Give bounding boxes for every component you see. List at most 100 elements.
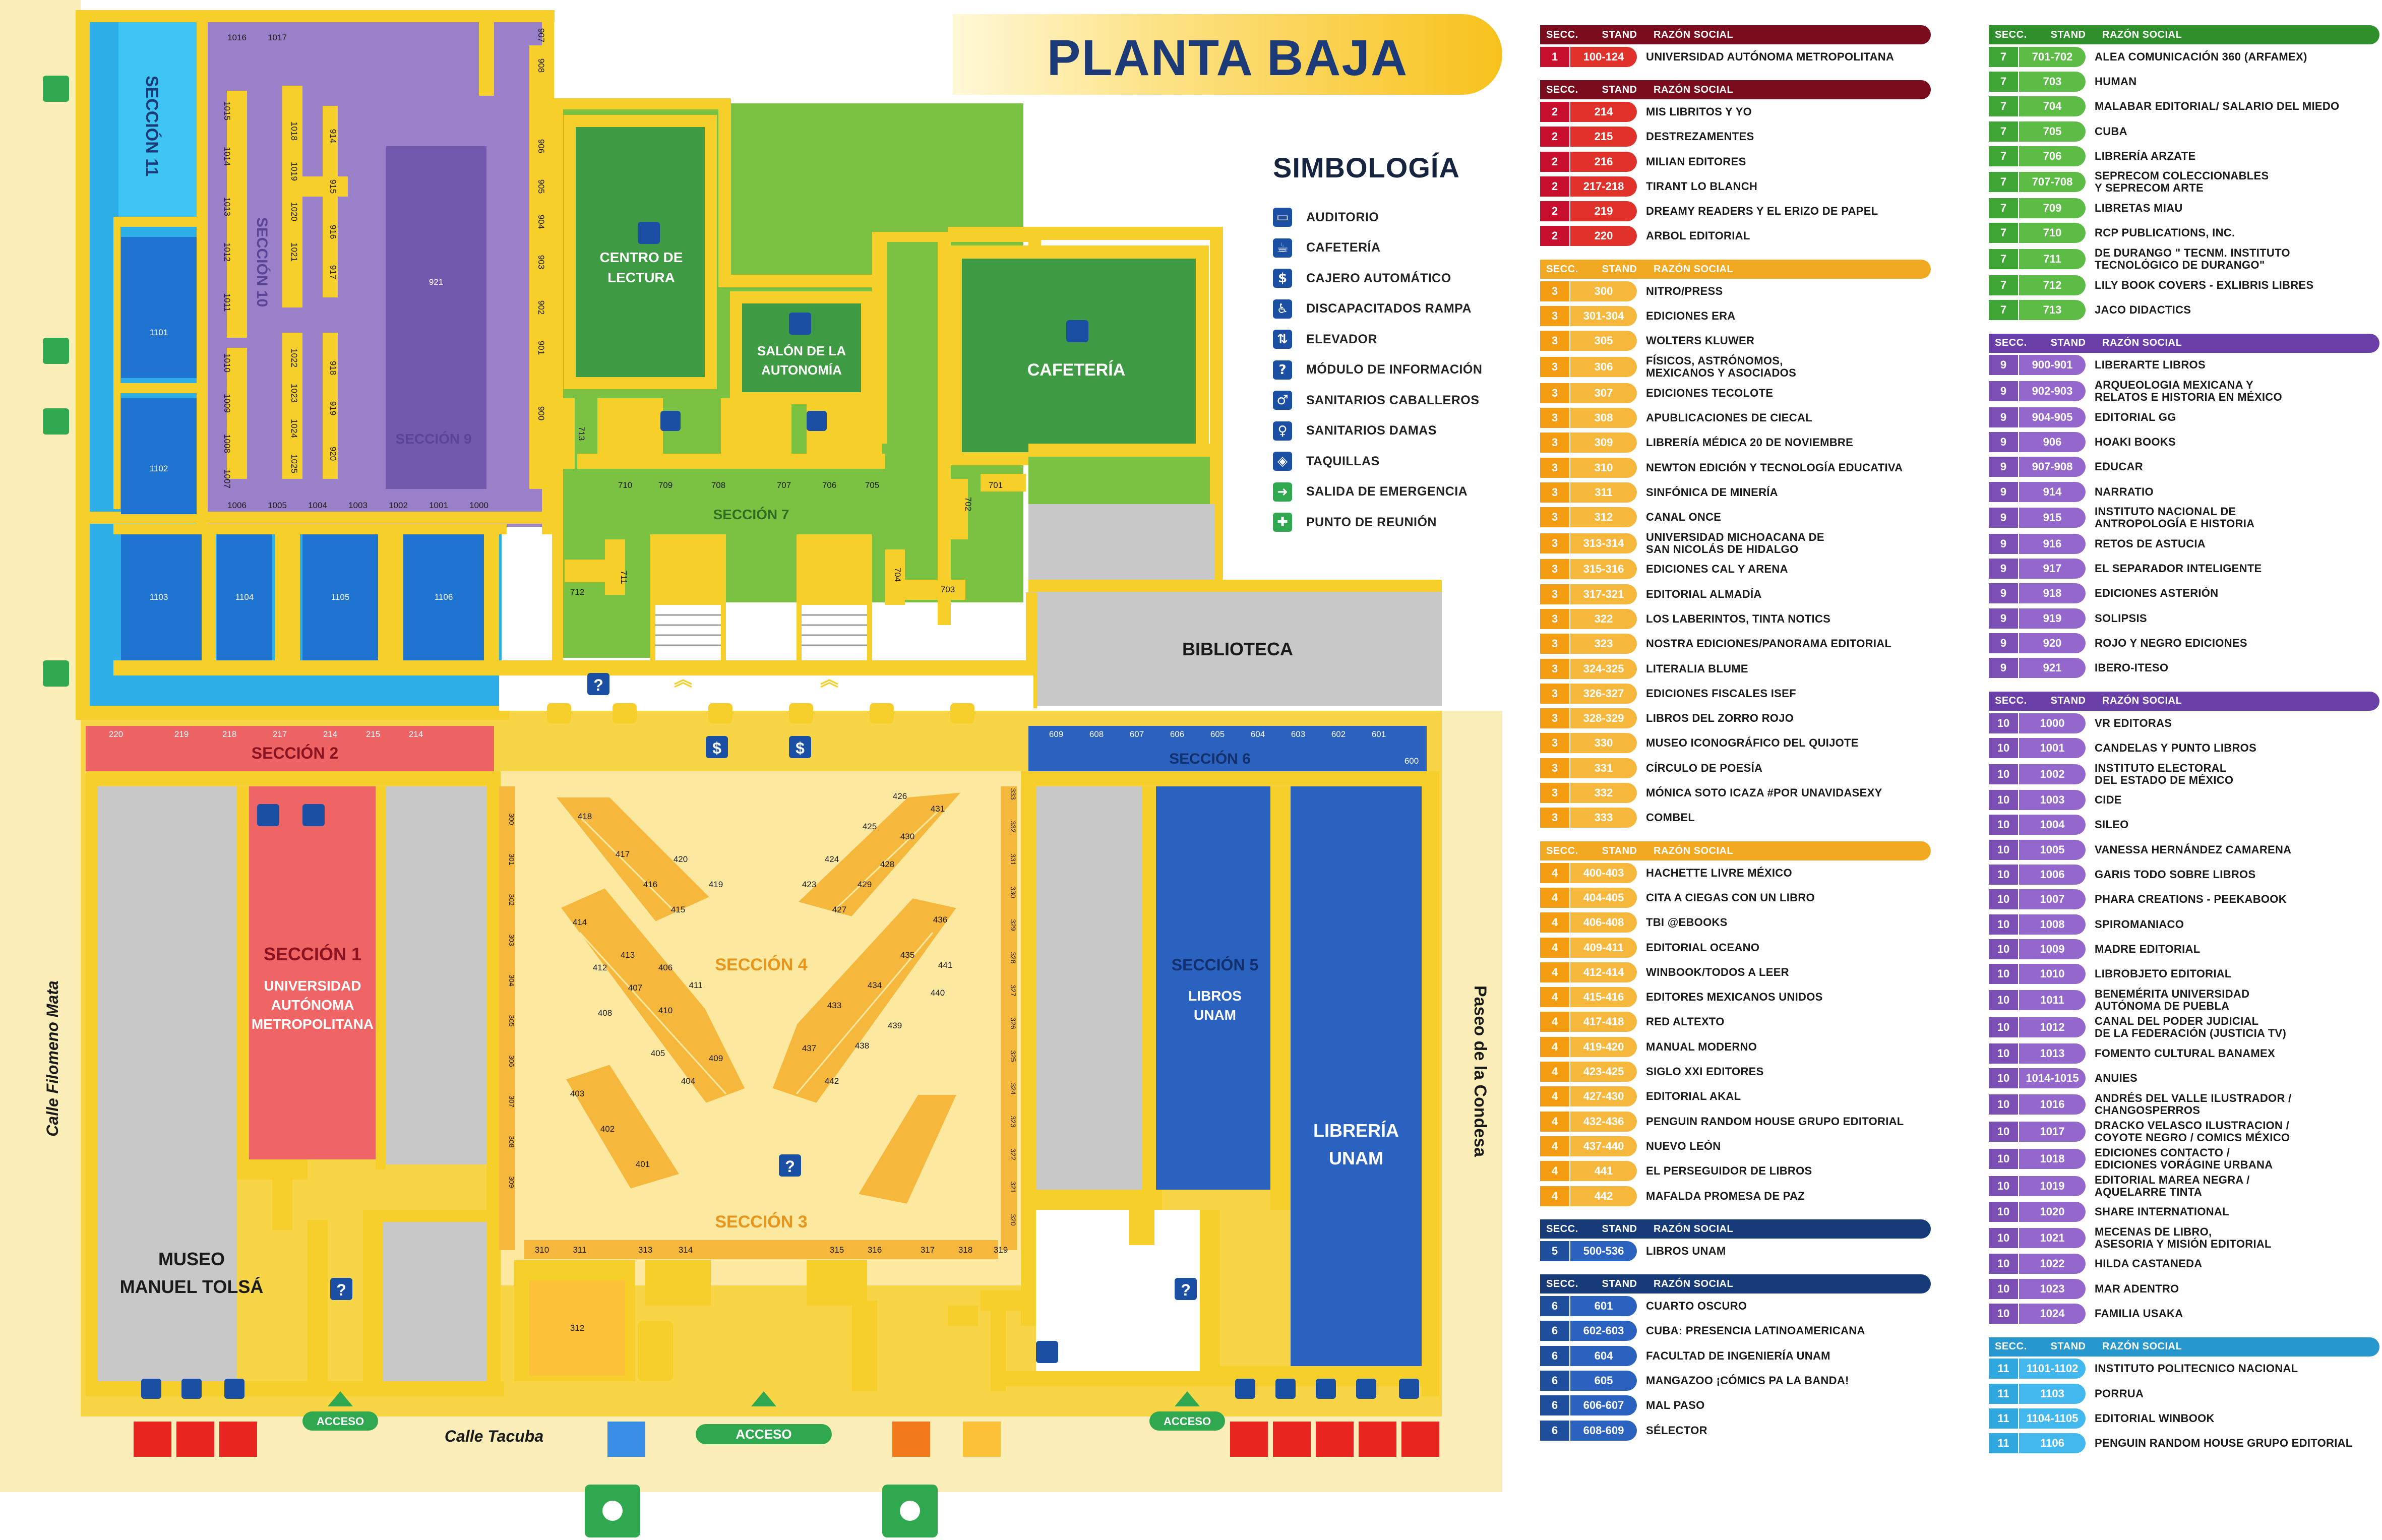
stand-number: 316 (868, 1245, 882, 1255)
stand-number: 301 (508, 853, 516, 866)
row-company: VR EDITORAS (2095, 716, 2172, 729)
row-company: MIS LIBRITOS Y YO (1646, 105, 1752, 118)
stand-number: 214 (323, 729, 337, 739)
row-company: NUEVO LEÓN (1646, 1139, 1721, 1152)
row-section: 9 (1989, 583, 2018, 604)
section-4-area (499, 771, 1021, 1255)
stand-number: 1007 (222, 469, 232, 488)
header-razon: RAZÓN SOCIAL (1654, 29, 1734, 40)
svg-text:$: $ (796, 739, 805, 757)
emergency-exit-icon: ➜ (1273, 482, 1292, 502)
row-stand: 606-607 (1570, 1395, 1637, 1416)
stand-number: 307 (508, 1095, 516, 1107)
museum-area (96, 786, 237, 1381)
row-company: ANDRÉS DEL VALLE ILUSTRADOR / CHANGOSPER… (2095, 1091, 2292, 1117)
row-section: 3 (1540, 433, 1569, 453)
row-stand: 332 (1570, 783, 1637, 804)
row-section: 10 (1989, 865, 2018, 885)
stand-number: 426 (893, 791, 907, 801)
stand-number: 1004 (308, 501, 327, 510)
row-company: PENGUIN RANDOM HOUSE GRUPO EDITORIAL (1646, 1115, 1904, 1128)
stand-number: 438 (855, 1041, 869, 1051)
stand-number: 415 (671, 905, 685, 914)
stand-number: 1016 (227, 33, 247, 42)
header-razon: RAZÓN SOCIAL (1654, 84, 1734, 95)
stand-number: 921 (429, 277, 443, 287)
stand-number: 442 (825, 1076, 839, 1086)
row-stand: 710 (2019, 223, 2086, 243)
header-sec: SECC. (1995, 1341, 2027, 1352)
stand-number: 1017 (268, 33, 287, 42)
row-company: MECENAS DE LIBRO, ASESORIA Y MISIÓN EDIT… (2095, 1225, 2272, 1250)
row-section: 10 (1989, 737, 2018, 758)
row-section: 10 (1989, 914, 2018, 935)
row-section: 10 (1989, 939, 2018, 959)
row-company: EL PERSEGUIDOR DE LIBROS (1646, 1164, 1812, 1178)
row-section: 7 (1989, 249, 2018, 270)
row-company: MAR ADENTRO (2095, 1282, 2179, 1295)
row-stand: 417-418 (1570, 1012, 1637, 1032)
row-section: 2 (1540, 201, 1569, 222)
row-stand: 220 (1570, 226, 1637, 247)
legend-item-label: CAFETERÍA (1306, 240, 1381, 255)
row-stand: 1008 (2019, 914, 2086, 935)
header-razon: RAZÓN SOCIAL (2102, 1341, 2182, 1352)
row-stand: 1006 (2019, 865, 2086, 885)
stand-number: 710 (618, 480, 632, 490)
row-stand: 312 (1570, 507, 1637, 528)
row-stand: 1104-1105 (2019, 1408, 2086, 1429)
stand-number: 326 (1009, 1017, 1017, 1029)
section-5-sub-2: UNAM (1194, 1007, 1236, 1023)
row-section: 10 (1989, 1202, 2018, 1222)
svg-text:︽: ︽ (820, 669, 838, 690)
stand-number: 408 (598, 1008, 612, 1018)
row-stand: 919 (2019, 608, 2086, 629)
stand-number: 412 (593, 963, 607, 972)
row-section: 3 (1540, 634, 1569, 654)
header-stand: STAND (1602, 263, 1637, 275)
legend-item-label: TAQUILLAS (1306, 454, 1380, 468)
row-stand: 1019 (2019, 1176, 2086, 1196)
row-stand: 1101-1102 (2019, 1359, 2086, 1379)
svg-text:$: $ (712, 739, 721, 757)
cafeteria-room (955, 252, 1202, 459)
row-company: DREAMY READERS Y EL ERIZO DE PAPEL (1646, 205, 1878, 218)
stand-number: 413 (621, 950, 635, 960)
row-section: 4 (1540, 1136, 1569, 1156)
stand-number: 318 (958, 1245, 972, 1255)
row-stand: 300 (1570, 281, 1637, 301)
row-stand: 412-414 (1570, 962, 1637, 982)
row-section: 3 (1540, 758, 1569, 778)
row-stand: 1018 (2019, 1148, 2086, 1169)
header-stand: STAND (2050, 695, 2086, 707)
row-section: 7 (1989, 172, 2018, 193)
row-stand: 216 (1570, 151, 1637, 172)
stand-number: 919 (328, 401, 338, 415)
stand-number: 429 (858, 880, 872, 889)
stand-number: 712 (570, 587, 584, 597)
header-stand: STAND (2050, 1341, 2086, 1352)
